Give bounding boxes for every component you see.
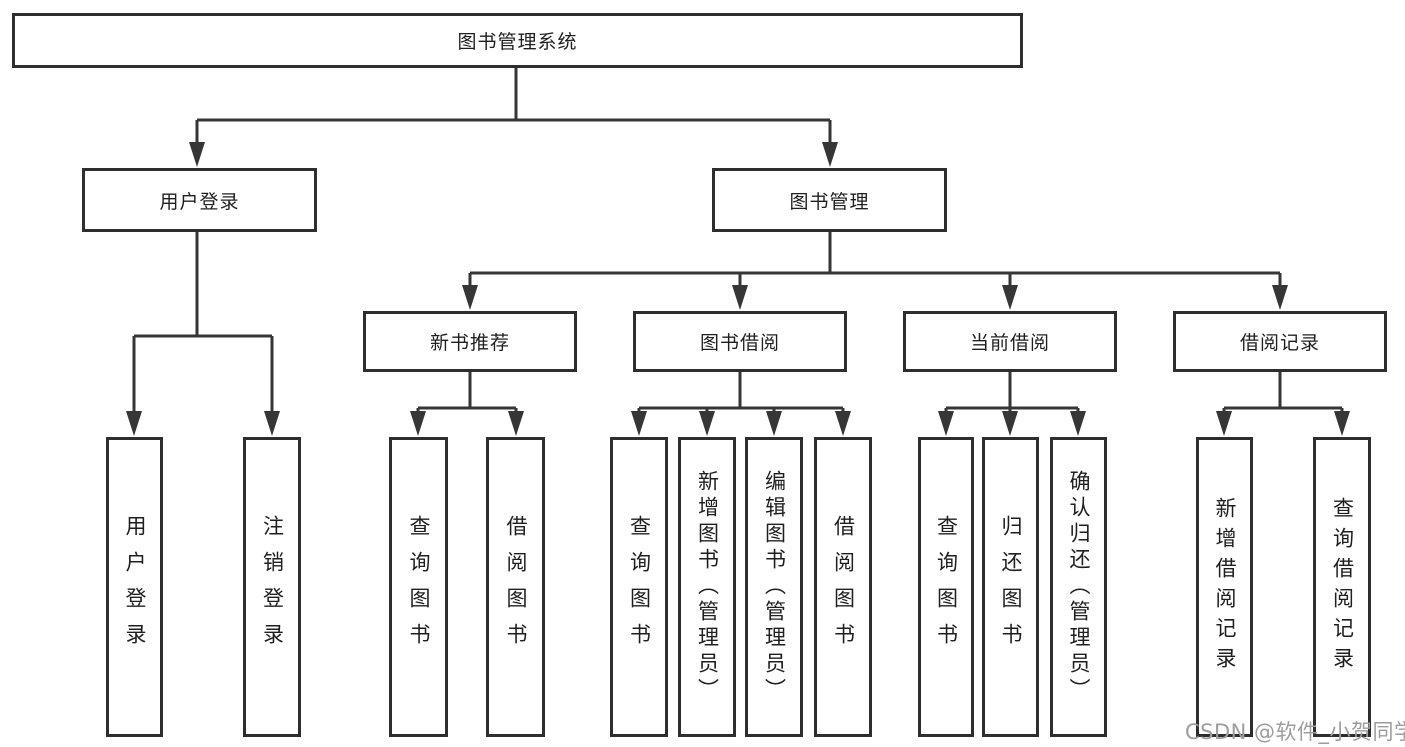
node-current-borrowing-label: 当前借阅 [969,332,1050,354]
leaf-user-login-label: 用户登录 [123,515,147,659]
node-new-book-recommend-label: 新书推荐 [429,332,510,354]
leaf-borrowing-borrow-books: 借阅图书 [814,437,872,737]
node-user-login-label: 用户登录 [159,190,240,213]
leaf-logout: 注销登录 [243,437,301,737]
leaf-current-confirm-return-admin-label: 确认归还（管理员） [1067,470,1091,704]
node-book-management-label: 图书管理 [789,190,870,213]
leaf-borrowing-query-books-label: 查询图书 [627,515,652,659]
leaf-borrowing-query-books: 查询图书 [610,437,668,737]
leaf-current-return-books-label: 归还图书 [999,515,1023,659]
node-current-borrowing: 当前借阅 [903,311,1117,372]
leaf-current-query-books: 查询图书 [918,437,974,737]
leaf-borrowing-edit-books-admin-label: 编辑图书（管理员） [762,470,787,704]
node-borrow-records-label: 借阅记录 [1239,332,1320,354]
leaf-recommend-borrow-books-label: 借阅图书 [504,515,528,659]
leaf-logout-label: 注销登录 [260,515,285,659]
leaf-borrowing-add-books-admin: 新增图书（管理员） [678,437,736,737]
leaf-current-query-books-label: 查询图书 [934,515,959,659]
node-book-management: 图书管理 [712,168,947,232]
node-book-borrowing-label: 图书借阅 [699,332,780,354]
leaf-current-return-books: 归还图书 [982,437,1039,737]
node-library-system-label: 图书管理系统 [457,31,578,53]
leaf-borrowing-borrow-books-label: 借阅图书 [831,515,856,659]
leaf-records-query-record: 查询借阅记录 [1313,437,1371,737]
csdn-watermark: CSDN @软件_小贺同学 [1185,720,1405,744]
node-borrow-records: 借阅记录 [1173,311,1387,372]
leaf-recommend-query-books-label: 查询图书 [407,515,431,659]
leaf-user-login: 用户登录 [106,437,163,737]
leaf-borrowing-add-books-admin-label: 新增图书（管理员） [695,470,720,704]
node-library-system: 图书管理系统 [12,13,1023,68]
node-user-login: 用户登录 [82,168,317,232]
node-book-borrowing: 图书借阅 [633,311,847,372]
leaf-records-add-record-label: 新增借阅记录 [1213,497,1237,677]
leaf-borrowing-edit-books-admin: 编辑图书（管理员） [745,437,803,737]
leaf-records-query-record-label: 查询借阅记录 [1330,497,1355,677]
node-new-book-recommend: 新书推荐 [363,311,577,372]
leaf-records-add-record: 新增借阅记录 [1196,437,1253,737]
leaf-current-confirm-return-admin: 确认归还（管理员） [1050,437,1107,737]
leaf-recommend-borrow-books: 借阅图书 [486,437,545,737]
leaf-recommend-query-books: 查询图书 [389,437,448,737]
